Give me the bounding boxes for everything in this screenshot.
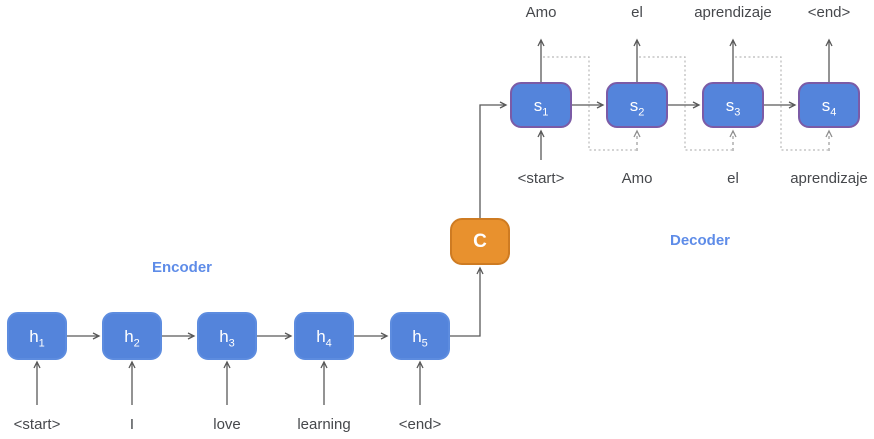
unit-label: s3 <box>725 95 741 118</box>
decoder-unit-s1: s1 <box>510 82 572 128</box>
encoder-input-word: love <box>213 416 241 433</box>
decoder-label: Decoder <box>669 232 731 249</box>
decoder-output-word: <end> <box>807 4 851 21</box>
encoder-unit-h2: h2 <box>102 312 162 360</box>
decoder-output-arrows <box>537 38 833 82</box>
unit-label: s2 <box>629 95 645 118</box>
encoder-unit-h5: h5 <box>390 312 450 360</box>
unit-label: h1 <box>29 326 45 349</box>
decoder-output-word: aprendizaje <box>694 4 772 21</box>
encoder-input-word: I <box>129 416 135 433</box>
decoder-unit-s2: s2 <box>606 82 668 128</box>
encoder-unit-h3: h3 <box>197 312 257 360</box>
encoder-input-word: <end> <box>398 416 442 433</box>
encoder-unit-h1: h1 <box>7 312 67 360</box>
decoder-input-word: aprendizaje <box>790 170 868 187</box>
context-connectors <box>450 101 508 337</box>
decoder-input-word: el <box>727 170 739 187</box>
decoder-input-word: <start> <box>517 170 565 187</box>
decoder-unit-s4: s4 <box>798 82 860 128</box>
encoder-input-arrows <box>33 360 424 405</box>
unit-label: h2 <box>124 326 140 349</box>
context-label: C <box>473 230 487 252</box>
unit-label: s1 <box>533 95 549 118</box>
encoder-input-word: <start> <box>13 416 61 433</box>
unit-label: h3 <box>219 326 235 349</box>
encoder-label: Encoder <box>151 259 213 276</box>
unit-label: h5 <box>412 326 428 349</box>
decoder-input-word: Amo <box>621 170 653 187</box>
encoder-unit-h4: h4 <box>294 312 354 360</box>
context-vector-box: C <box>450 218 510 265</box>
decoder-feedback-dotted <box>543 56 828 151</box>
unit-label: s4 <box>821 95 837 118</box>
unit-label: h4 <box>316 326 332 349</box>
decoder-feedback-arrows <box>633 129 833 151</box>
decoder-output-word: el <box>631 4 643 21</box>
encoder-input-word: learning <box>297 416 351 433</box>
decoder-unit-s3: s3 <box>702 82 764 128</box>
decoder-output-word: Amo <box>525 4 557 21</box>
